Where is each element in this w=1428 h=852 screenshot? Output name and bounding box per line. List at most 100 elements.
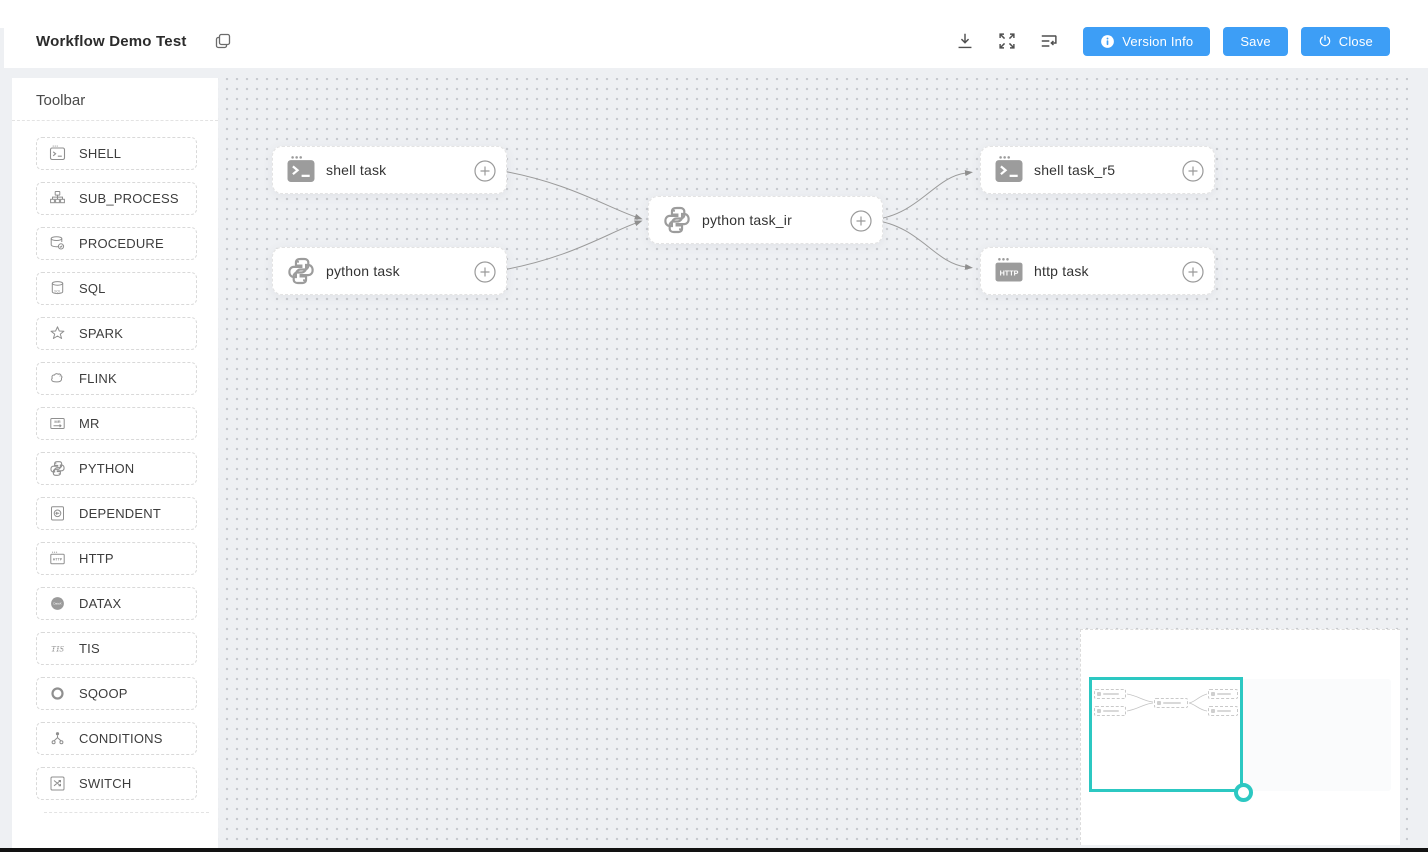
minimap-edges (1126, 693, 1208, 712)
sqoop-icon (49, 685, 66, 702)
node-plus-button[interactable] (474, 261, 496, 283)
toolbar-item-label: PROCEDURE (79, 236, 164, 251)
python-icon (49, 460, 66, 477)
toolbar-item-label: DATAX (79, 596, 122, 611)
header: Workflow Demo Test (0, 0, 1428, 68)
format-dag-icon[interactable] (1039, 31, 1059, 51)
window-bottom-edge (0, 848, 1428, 852)
version-info-label: Version Info (1122, 33, 1194, 49)
svg-text:SQL: SQL (54, 289, 61, 293)
node-plus-button[interactable] (474, 160, 496, 182)
dag-node-http-task[interactable]: HTTP http task (980, 247, 1215, 295)
toolbar-item-http[interactable]: HTTP HTTP (36, 542, 197, 575)
toolbar-item-datax[interactable]: DataX DATAX (36, 587, 197, 620)
switch-icon (49, 775, 66, 792)
http-icon: HTTP (49, 550, 66, 567)
shell-icon (994, 155, 1024, 185)
tis-icon: TIS (49, 640, 66, 657)
workflow-title: Workflow Demo Test (36, 32, 187, 50)
toolbar-item-label: FLINK (79, 371, 117, 386)
toolbar-panel: Toolbar SHELL (12, 78, 218, 848)
flink-icon (49, 370, 66, 387)
toolbar-item-tis[interactable]: TIS TIS (36, 632, 197, 665)
svg-text:MR: MR (54, 419, 60, 424)
svg-text:TIS: TIS (51, 644, 65, 654)
minimap-node (1154, 698, 1188, 708)
node-label: http task (1034, 263, 1089, 279)
minimap-node (1094, 706, 1126, 716)
mr-icon: MR (49, 415, 66, 432)
http-icon: HTTP (994, 256, 1024, 286)
toolbar-item-shell[interactable]: SHELL (36, 137, 197, 170)
dag-node-shell-task-r5[interactable]: shell task_r5 (980, 146, 1215, 194)
toolbar-item-label: SQOOP (79, 686, 128, 701)
close-label: Close (1338, 33, 1373, 49)
minimap-resize-handle[interactable] (1234, 783, 1253, 802)
toolbar-item-sql[interactable]: SQL SQL (36, 272, 197, 305)
dependent-icon (49, 505, 66, 522)
edge-python-ir-to-shell-r5 (872, 170, 973, 221)
svg-text:DataX: DataX (53, 602, 61, 606)
copy-icon[interactable] (213, 31, 233, 51)
minimap-node (1208, 689, 1238, 699)
toolbar-item-label: PYTHON (79, 461, 135, 476)
datax-icon: DataX (49, 595, 66, 612)
header-actions: Version Info Save Close (933, 26, 1390, 56)
close-button[interactable]: Close (1300, 26, 1390, 56)
dag-node-python-task[interactable]: python task (272, 247, 507, 295)
download-icon[interactable] (955, 31, 975, 51)
edge-shell-to-python-ir (496, 169, 643, 220)
node-plus-button[interactable] (1182, 261, 1204, 283)
toolbar-item-label: SPARK (79, 326, 124, 341)
version-info-button[interactable]: Version Info (1083, 26, 1211, 56)
toolbar-item-label: SUB_PROCESS (79, 191, 179, 206)
toolbar-item-label: SHELL (79, 146, 122, 161)
node-plus-button[interactable] (1182, 160, 1204, 182)
node-label: shell task_r5 (1034, 162, 1116, 178)
toolbar-item-sub-process[interactable]: SUB_PROCESS (36, 182, 197, 215)
shell-icon (286, 155, 316, 185)
node-label: python task (326, 263, 400, 279)
toolbar-item-label: SWITCH (79, 776, 132, 791)
toolbar-item-label: CONDITIONS (79, 731, 163, 746)
toolbar-item-flink[interactable]: FLINK (36, 362, 197, 395)
toolbar-item-label: MR (79, 416, 100, 431)
minimap-node (1094, 689, 1126, 699)
sub-process-icon (49, 190, 66, 207)
toolbar-item-label: HTTP (79, 551, 114, 566)
toolbar-item-dependent[interactable]: DEPENDENT (36, 497, 197, 530)
toolbar-item-switch[interactable]: SWITCH (36, 767, 197, 800)
python-icon (286, 256, 316, 286)
toolbar-item-conditions[interactable]: CONDITIONS (36, 722, 197, 755)
header-buttons: Version Info Save Close (1083, 26, 1390, 56)
node-label: python task_ir (702, 212, 792, 228)
power-icon (1319, 34, 1330, 47)
dag-node-python-task-ir[interactable]: python task_ir (648, 196, 883, 244)
toolbar-item-sqoop[interactable]: SQOOP (36, 677, 197, 710)
toolbar-item-python[interactable]: PYTHON (36, 452, 197, 485)
toolbar-item-label: DEPENDENT (79, 506, 161, 521)
toolbar-item-mr[interactable]: MR MR (36, 407, 197, 440)
save-label: Save (1240, 33, 1271, 49)
minimap-node (1208, 706, 1238, 716)
conditions-icon (49, 730, 66, 747)
node-plus-button[interactable] (850, 210, 872, 232)
node-label: shell task (326, 162, 387, 178)
svg-text:HTTP: HTTP (53, 558, 63, 562)
window-edge (0, 28, 4, 68)
dag-node-shell-task[interactable]: shell task (272, 146, 507, 194)
python-icon (662, 205, 692, 235)
shell-icon (49, 145, 66, 162)
toolbar-item-procedure[interactable]: PROCEDURE (36, 227, 197, 260)
save-button[interactable]: Save (1223, 26, 1288, 56)
spark-icon (49, 325, 66, 342)
toolbar-item-spark[interactable]: SPARK (36, 317, 197, 350)
info-icon (1101, 34, 1115, 48)
fullscreen-icon[interactable] (997, 31, 1017, 51)
toolbar-divider (44, 812, 209, 813)
toolbar-item-label: SQL (79, 281, 106, 296)
sql-icon: SQL (49, 280, 66, 297)
dag-canvas[interactable]: shell task python task (218, 78, 1408, 848)
edge-python-ir-to-http (872, 219, 973, 270)
